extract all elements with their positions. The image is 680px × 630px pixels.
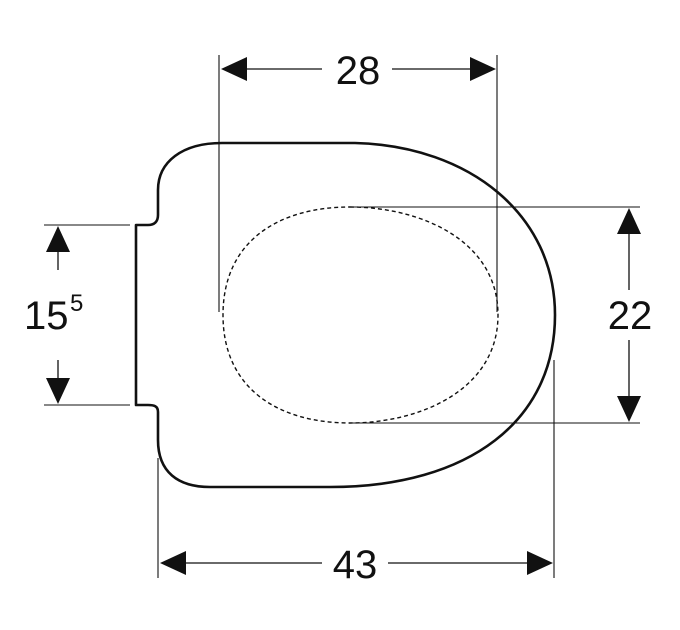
arrowhead-right	[527, 551, 553, 575]
dimension-label-left-height-superscript: 5	[70, 290, 83, 317]
arrowhead-left	[221, 57, 247, 81]
arrowhead-up	[617, 208, 641, 234]
extension-lines	[44, 55, 640, 578]
arrowhead-down	[46, 378, 70, 404]
dimension-bottom-width: 43	[160, 543, 553, 587]
arrowhead-up	[46, 226, 70, 252]
dimension-label-bottom-width: 43	[333, 543, 378, 587]
dimension-top-width: 28	[221, 49, 496, 93]
dimension-left-height: 15 5	[24, 226, 83, 404]
arrowhead-down	[617, 396, 641, 422]
dimension-right-height: 22	[608, 208, 653, 422]
dimension-label-right-height: 22	[608, 294, 653, 338]
seat-opening-dashed	[222, 206, 499, 424]
arrowhead-left	[160, 551, 186, 575]
dimension-label-top-width: 28	[336, 49, 381, 93]
dimension-label-left-height: 15	[24, 294, 69, 338]
arrowhead-right	[470, 57, 496, 81]
seat-outline	[134, 141, 557, 489]
